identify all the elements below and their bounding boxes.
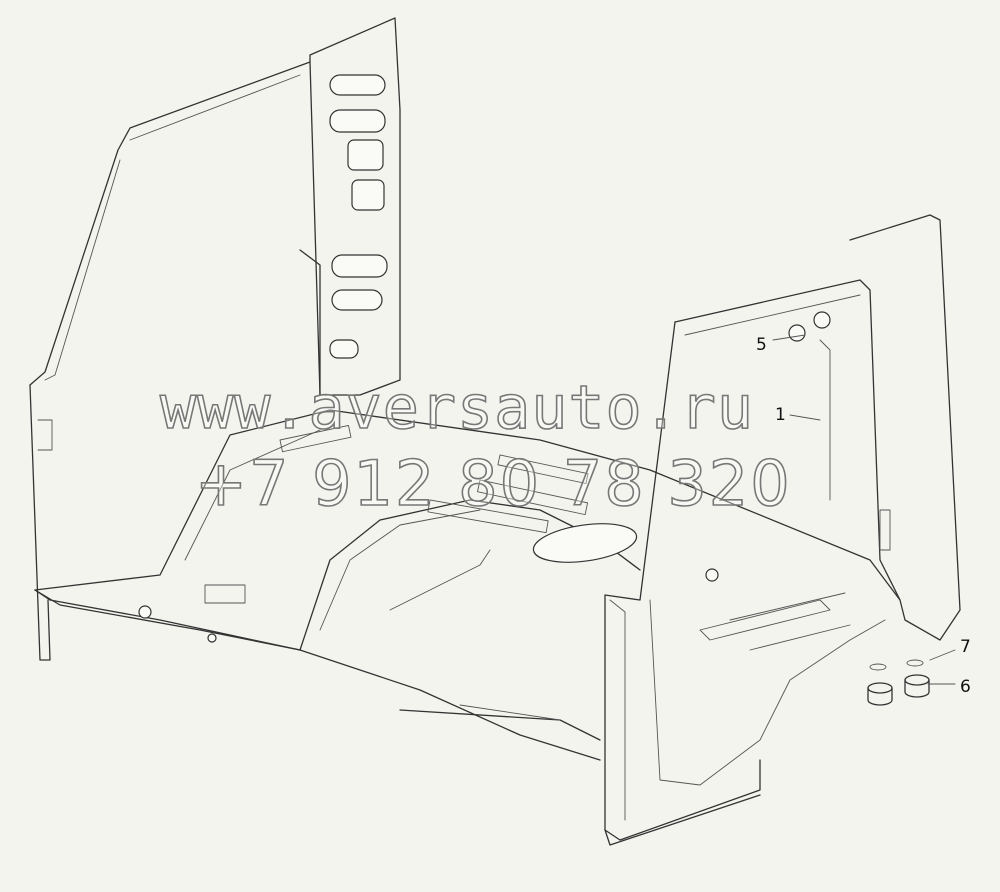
leader-lines [772, 334, 956, 685]
left-side-panel [29, 17, 401, 661]
callout-5: 5 [756, 335, 767, 355]
callout-labels: 1 5 6 7 [756, 335, 971, 697]
callout-6: 6 [960, 677, 971, 697]
watermark-url: www.aversauto.ru [160, 373, 754, 443]
plugs-group [867, 659, 930, 706]
watermark-phone: +7 912 80 78 320 [195, 447, 792, 520]
right-side-panel [604, 214, 961, 846]
floor-panel [34, 409, 901, 761]
callout-7: 7 [960, 637, 971, 657]
watermark: www.aversauto.ru +7 912 80 78 320 [159, 372, 792, 521]
callout-1: 1 [775, 405, 786, 425]
